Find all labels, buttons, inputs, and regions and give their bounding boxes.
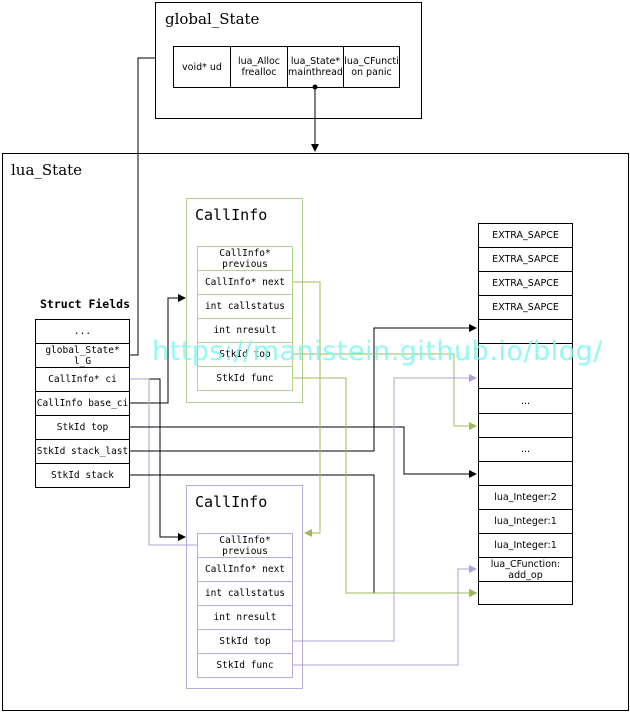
global-field-mainthread: lua_State* mainthread	[287, 46, 344, 88]
stack-slot-15	[478, 581, 573, 605]
ci-top-callstatus: int callstatus	[197, 294, 293, 319]
global-field-ud: void* ud	[173, 46, 231, 88]
ci-top-top-link	[293, 353, 477, 430]
struct-field-stack: StkId stack	[35, 463, 130, 488]
stack-slot-9: ...	[478, 437, 573, 462]
global-field-panic: lua_CFuncti on panic	[343, 46, 400, 88]
ci-bottom-func: StkId func	[197, 653, 293, 678]
watermark-url: https://manistein.github.io/blog/	[152, 336, 603, 367]
stack-last-link	[130, 324, 477, 452]
callinfo-bottom-title: CallInfo	[195, 493, 268, 511]
struct-fields-label: Struct Fields	[40, 297, 131, 311]
ci-bottom-func-link	[293, 565, 477, 666]
ci-top-top: StkId top	[197, 342, 293, 367]
previous-link	[130, 378, 197, 546]
lua-state-title: lua_State	[11, 161, 83, 179]
global-field-frealloc: lua_Alloc frealloc	[230, 46, 288, 88]
next-link	[293, 281, 321, 537]
stack-slot-14: lua_CFunction: add_op	[478, 557, 573, 582]
struct-field-l-g: global_State* l_G	[35, 343, 130, 368]
stack-link	[130, 474, 477, 597]
stack-slot-1: EXTRA_SAPCE	[478, 223, 573, 248]
global-state-title: global_State	[165, 10, 260, 28]
l-g-link	[130, 57, 155, 356]
ci-bottom-callstatus: int callstatus	[197, 581, 293, 606]
stack-slot-6	[478, 343, 573, 389]
callinfo-top-title: CallInfo	[195, 206, 268, 224]
ci-bottom-top-link	[293, 374, 477, 642]
stack-slot-3: EXTRA_SAPCE	[478, 271, 573, 296]
ci-top-func-link	[293, 377, 477, 597]
ci-top-func: StkId func	[197, 366, 293, 391]
ci-bottom-previous: CallInfo* previous	[197, 533, 293, 558]
stack-slot-2: EXTRA_SAPCE	[478, 247, 573, 272]
ci-top-previous: CallInfo* previous	[197, 246, 293, 271]
stack-slot-12: lua_Integer:1	[478, 509, 573, 534]
struct-field-stack-last: StkId stack_last	[35, 439, 130, 464]
stack-slot-7: ...	[478, 388, 573, 414]
struct-field-base-ci: CallInfo base_ci	[35, 391, 130, 416]
stack-slot-13: lua_Integer:1	[478, 533, 573, 558]
top-link	[130, 426, 477, 478]
